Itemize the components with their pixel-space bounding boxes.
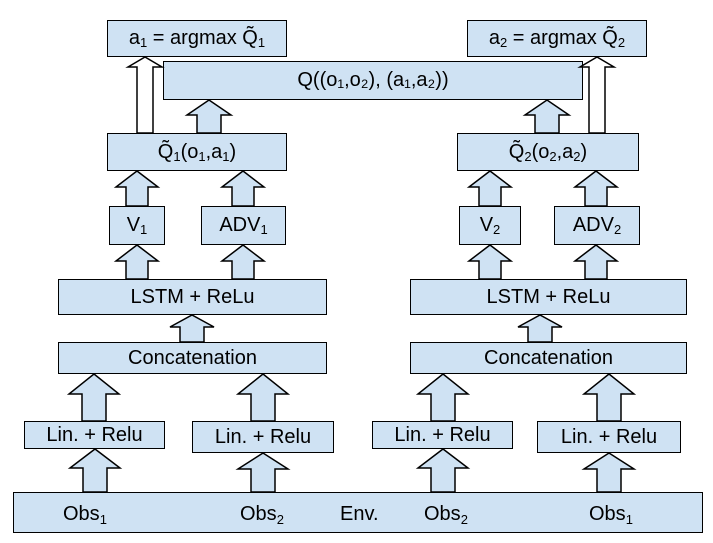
q1-q-sub: 1 <box>173 148 181 164</box>
arrow-concat1-to-lstm1 <box>169 314 215 343</box>
arrow-obs3-to-lin3 <box>415 448 471 493</box>
adv2-label: ADV <box>572 214 614 236</box>
env-label: Env. <box>340 503 379 526</box>
q2-a-sub: 2 <box>573 148 581 164</box>
obs-3-sub: 2 <box>460 512 468 527</box>
q2-o-sub: 2 <box>549 148 557 164</box>
adv1-sub: 1 <box>260 222 268 237</box>
q1-close: ) <box>229 140 237 163</box>
arrow-lin1-to-concat1 <box>66 373 122 422</box>
argmax-1-a: a <box>128 27 141 49</box>
v2-label: V <box>479 214 494 236</box>
obs-label-2: Obs2 <box>240 503 284 527</box>
lstm-box-agent-2: LSTM + ReLu <box>410 279 687 315</box>
adv2-sub: 2 <box>613 222 622 237</box>
joint-q-box: Q((o₁,o₂), (a₁,a₂)) <box>163 61 583 100</box>
argmax-1-a-sub: 1 <box>140 35 148 50</box>
lin-4-label: Lin. + Relu <box>560 425 658 448</box>
q1-o: (o <box>180 140 199 163</box>
concatenation-box-agent-1: Concatenation <box>58 342 327 374</box>
arrow-q1-to-joint-q <box>184 99 234 134</box>
arrow-obs1-to-lin1 <box>67 448 123 493</box>
v1-sub: 1 <box>140 222 148 237</box>
arrow-v2-to-q2 <box>466 170 514 207</box>
concat-2-label: Concatenation <box>484 346 613 369</box>
argmax-2-q-sub: 2 <box>617 35 626 50</box>
argmax-2-text: = argmax Q̃ <box>507 27 618 49</box>
lstm-1-label: LSTM + ReLu <box>130 285 255 308</box>
joint-q-label: Q((o₁,o₂), (a₁,a₂)) <box>297 69 449 91</box>
linear-box-2: Lin. + Relu <box>192 421 334 453</box>
linear-box-3: Lin. + Relu <box>372 421 513 449</box>
q2-close: ) <box>580 140 588 163</box>
q2-q: Q̃ <box>508 140 525 163</box>
q2-a: ,a <box>556 140 574 163</box>
lin-3-label: Lin. + Relu <box>394 423 491 446</box>
obs-2-text: Obs <box>240 503 277 525</box>
arrow-lstm1-to-v1 <box>113 244 161 280</box>
obs-2-sub: 2 <box>276 512 284 527</box>
argmax-2-a: a <box>488 27 501 49</box>
v2-sub: 2 <box>493 222 501 237</box>
obs-4-text: Obs <box>589 503 626 525</box>
concatenation-box-agent-2: Concatenation <box>410 342 687 374</box>
arrow-adv2-to-q2 <box>572 170 620 207</box>
arrow-lstm1-to-adv1 <box>219 244 267 280</box>
arrow-adv1-to-q1 <box>219 170 267 207</box>
argmax-2-a-sub: 2 <box>500 35 508 50</box>
obs-4-sub: 1 <box>625 512 633 527</box>
obs-3-text: Obs <box>424 503 461 525</box>
v1-label: V <box>126 214 141 236</box>
arrow-q2-to-joint-q <box>522 99 572 134</box>
lin-2-label: Lin. + Relu <box>214 425 312 448</box>
q2-o: (o <box>531 140 550 163</box>
argmax-1-q-sub: 1 <box>257 35 266 50</box>
arrow-lstm2-to-adv2 <box>572 244 620 280</box>
concat-1-label: Concatenation <box>128 346 257 369</box>
q1-o-sub: 1 <box>198 148 206 164</box>
q1-q: Q̃ <box>157 140 174 163</box>
lin-1-label: Lin. + Relu <box>46 423 143 446</box>
linear-box-1: Lin. + Relu <box>24 421 165 449</box>
obs-1-text: Obs <box>63 503 100 525</box>
env-text: Env. <box>340 503 379 525</box>
environment-box <box>13 492 703 533</box>
lstm-box-agent-1: LSTM + ReLu <box>58 279 327 315</box>
arrow-obs2-to-lin2 <box>235 452 291 493</box>
obs-1-sub: 1 <box>99 512 107 527</box>
q2-q-sub: 2 <box>524 148 532 164</box>
lstm-2-label: LSTM + ReLu <box>486 285 611 308</box>
q1-a: ,a <box>205 140 223 163</box>
q1-a-sub: 1 <box>222 148 230 164</box>
obs-label-4: Obs1 <box>589 503 633 527</box>
arrow-q2-to-argmax2 <box>577 56 617 134</box>
linear-box-4: Lin. + Relu <box>537 421 681 453</box>
arrow-lin3-to-concat2 <box>415 373 471 422</box>
adv1-label: ADV <box>219 214 261 236</box>
obs-label-1: Obs1 <box>63 503 107 527</box>
arrow-lin4-to-concat2 <box>581 373 637 422</box>
arrow-v1-to-q1 <box>113 170 161 207</box>
arrow-q1-to-argmax1 <box>125 56 165 134</box>
obs-label-3: Obs2 <box>424 503 468 527</box>
argmax-1-text: = argmax Q̃ <box>147 27 258 49</box>
arrow-concat2-to-lstm2 <box>517 314 563 343</box>
arrow-obs4-to-lin4 <box>581 452 637 493</box>
arrow-lstm2-to-v2 <box>466 244 514 280</box>
arrow-lin2-to-concat1 <box>235 373 291 422</box>
